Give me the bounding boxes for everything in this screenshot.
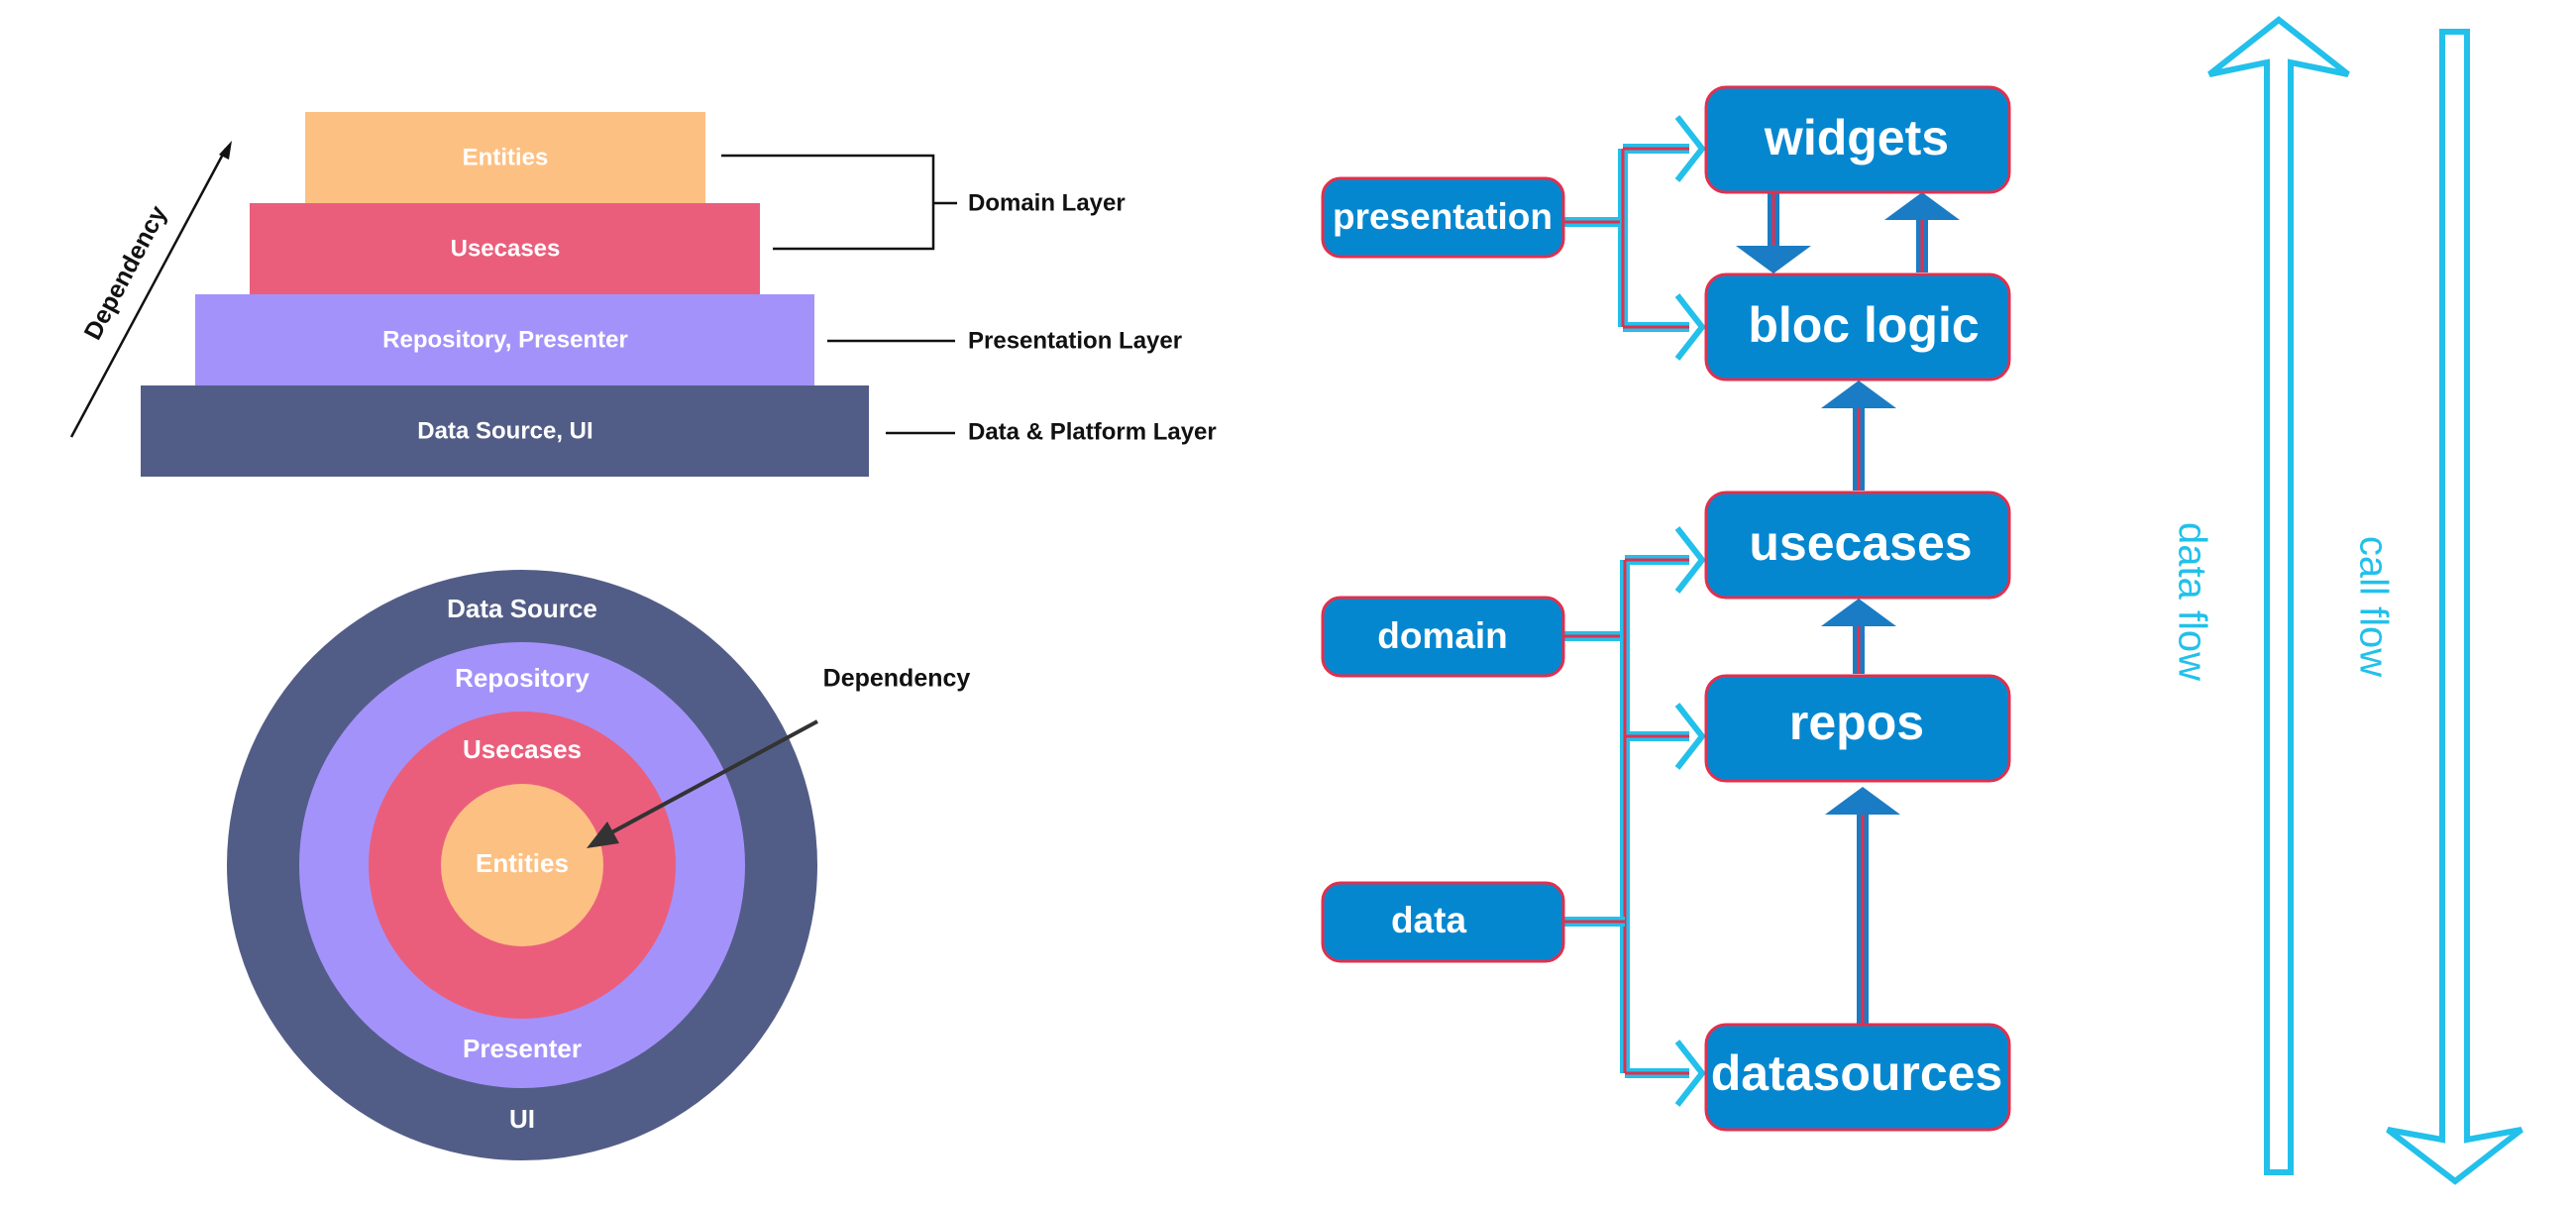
arrow-widgets-to-bloc-head [1736,246,1811,274]
flow-diagram: presentation domain data widgets bloc lo… [1321,16,2523,1185]
onion-diagram: Data Source Repository Usecases Entities… [227,570,970,1160]
pyramid-dependency-arrow-line [69,148,228,438]
pyramid-dependency-arrowhead [219,141,232,160]
repos-box [1704,674,2011,783]
usecases-box-label: usecases [1749,515,1972,571]
pyramid-level-entities-label: Entities [463,144,549,170]
domain-box [1321,596,1565,678]
onion-data-source-label: Data Source [447,594,597,623]
pyramid-level-entities [305,112,705,203]
datasources-box-label: datasources [1711,1045,2003,1101]
presentation-box-label: presentation [1333,196,1553,237]
pyramid-level-usecases-label: Usecases [451,235,561,262]
onion-dependency-label: Dependency [823,665,971,693]
onion-core [441,784,603,946]
widgets-box-label: widgets [1764,110,1949,165]
arrowhead-to-repos [1674,703,1706,770]
pyramid-diagram: Dependency Entities Usecases Repository,… [69,112,1217,477]
bloc-logic-box [1704,273,2011,382]
pyramid-level-data-source-ui-label: Data Source, UI [417,417,592,444]
pyramid-level-repository-presenter-label: Repository, Presenter [382,326,628,353]
presentation-box [1321,176,1565,259]
onion-presenter-label: Presenter [463,1034,582,1063]
onion-entities-label: Entities [476,848,569,878]
arrowhead-to-widgets [1674,115,1706,182]
data-flow-arrow [2207,16,2350,1175]
arrow-datasources-to-repos-head [1825,787,1900,815]
right-boxes: widgets bloc logic usecases repos dataso… [1704,85,2011,1132]
connector-lines [1563,144,1689,1078]
arrow-bloc-to-widgets-head [1884,192,1960,220]
connector-presentation-core [1563,147,1689,329]
connector-domain-core [1563,558,1689,1075]
datasources-box [1704,1023,2011,1132]
usecases-box [1704,491,2011,600]
onion-dependency-arrowhead [587,822,619,848]
repos-box-label: repos [1789,695,1924,750]
widgets-box [1704,85,2011,194]
data-box-label: data [1391,900,1467,940]
onion-dependency-arrow-line [605,719,818,837]
onion-ui-label: UI [509,1104,535,1134]
arrowhead-to-usecases [1674,526,1706,594]
pyramid-level-usecases [250,203,760,294]
arrow-usecases-to-bloc-head [1821,381,1896,408]
data-platform-layer-label: Data & Platform Layer [968,418,1217,445]
arrowhead-to-datasources [1674,1040,1706,1107]
arrow-repos-to-usecases-head [1821,599,1896,626]
domain-box-label: domain [1377,615,1508,656]
vertical-arrows [1736,192,1960,1024]
data-box [1321,881,1565,963]
bloc-logic-box-label: bloc logic [1748,297,1979,353]
pyramid-level-data-source-ui [141,385,869,477]
presentation-layer-label: Presentation Layer [968,327,1182,354]
domain-layer-label: Domain Layer [968,189,1126,216]
connector-presentation [1563,144,1689,332]
call-flow-arrow [2386,29,2523,1185]
onion-usecases-label: Usecases [463,734,582,764]
pyramid-level-repository-presenter [195,294,814,385]
left-boxes: presentation domain data [1321,176,1565,963]
data-flow-label: data flow [2170,522,2213,681]
arrowhead-to-bloc-logic [1674,293,1706,361]
connector-arrowheads [1674,115,1706,1107]
call-flow-label: call flow [2351,536,2395,677]
onion-repository-label: Repository [455,663,590,693]
